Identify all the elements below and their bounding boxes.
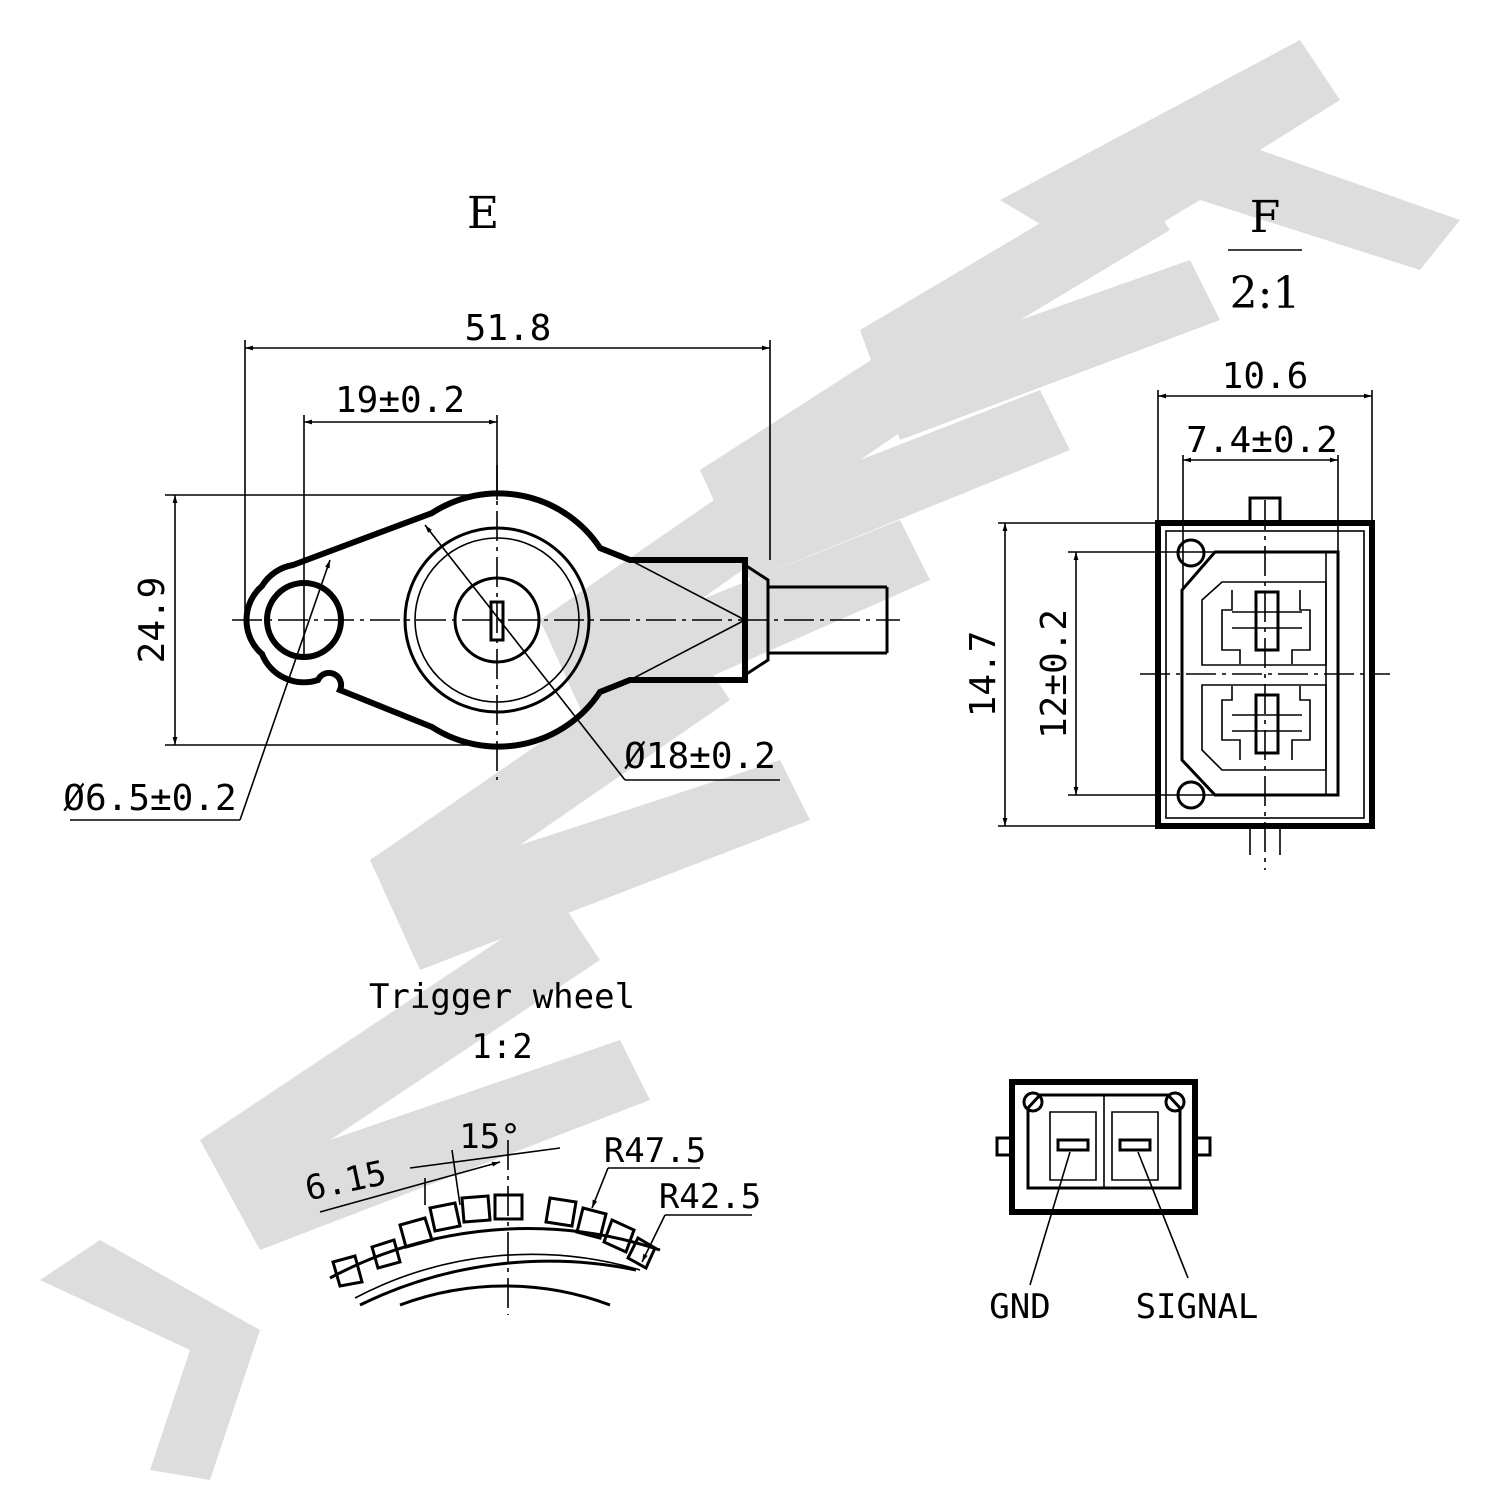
sensor-body-inner	[414, 537, 580, 703]
view-f: F 2:1 10.6	[963, 192, 1390, 870]
trigger-wheel-scale: 1:2	[471, 1027, 532, 1067]
dim-hole-diameter: Ø6.5±0.2	[63, 778, 236, 819]
sensor-tip	[453, 576, 541, 664]
view-e-label: E	[467, 188, 499, 239]
sensor-body-outer	[403, 526, 591, 714]
watermark-logo	[40, 40, 1460, 1480]
trigger-wheel-teeth	[331, 1193, 657, 1288]
dim-height: 24.9	[132, 577, 173, 664]
view-f-label: F	[1250, 192, 1281, 243]
view-e: E 51.8 19±0.2 24.	[63, 188, 900, 821]
dim-f-inner-height: 12±0.2	[1034, 609, 1075, 739]
pin-label-signal: SIGNAL	[1136, 1287, 1259, 1327]
trigger-wheel-title: Trigger wheel	[369, 977, 635, 1017]
dim-f-inner-width: 7.4±0.2	[1186, 420, 1338, 461]
connector-pinout: GND SIGNAL	[989, 1079, 1259, 1327]
dim-hole-spacing: 19±0.2	[335, 380, 465, 421]
dim-f-height: 14.7	[963, 631, 1004, 718]
dim-body-diameter: Ø18±0.2	[624, 736, 776, 777]
view-f-scale: 2:1	[1230, 268, 1301, 319]
dim-outer-radius: R47.5	[604, 1131, 706, 1171]
pin-label-gnd: GND	[989, 1287, 1050, 1327]
dim-f-width: 10.6	[1222, 356, 1309, 397]
dim-angle: 15°	[459, 1117, 520, 1157]
dim-inner-radius: R42.5	[659, 1177, 761, 1217]
dim-overall-length: 51.8	[465, 308, 552, 349]
